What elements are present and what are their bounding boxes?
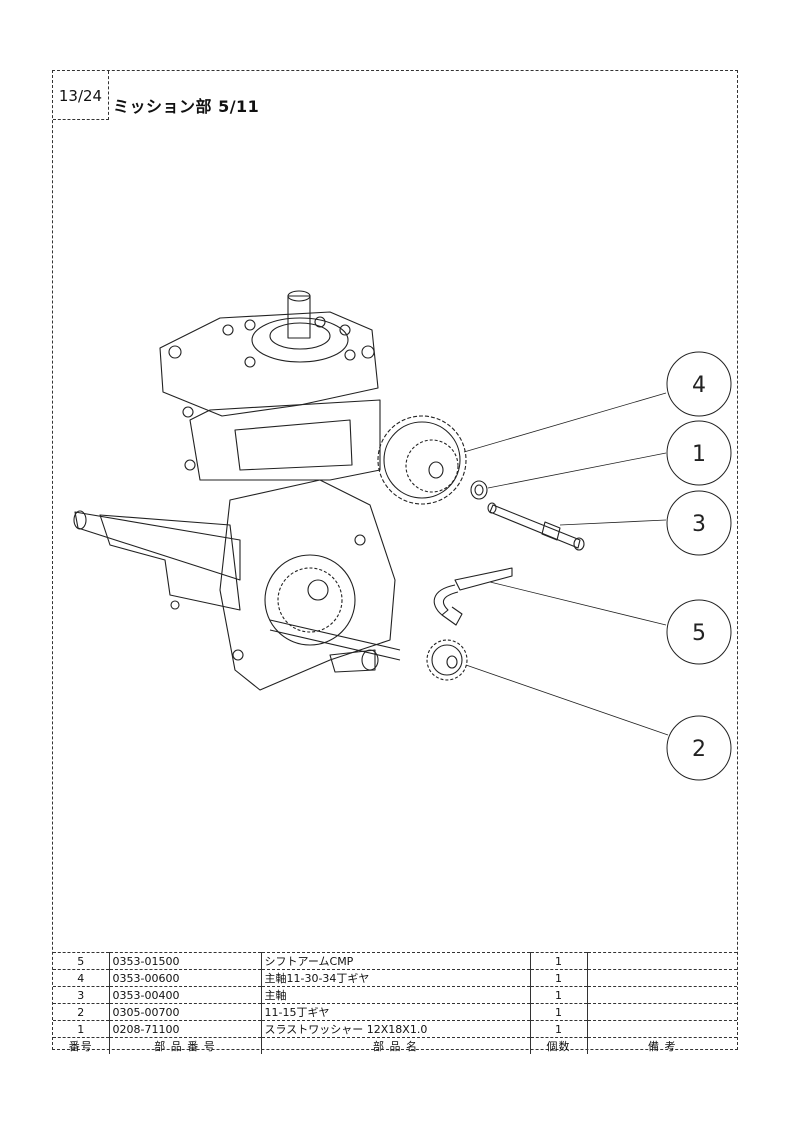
row-quantity: 1	[530, 952, 588, 970]
row-part-number: 0353-00600	[109, 969, 262, 987]
leader-line-2	[465, 664, 669, 736]
header-note: 備 考	[648, 1040, 677, 1053]
header-quantity: 個数	[530, 1037, 588, 1054]
callout-4: 4	[666, 351, 732, 417]
row-part-number: 0353-01500	[109, 952, 262, 970]
row-quantity: 1	[530, 969, 588, 987]
row-note	[587, 952, 737, 970]
table-header-row: 番号 部 品 番 号 部 品 名 個数 備 考	[53, 1037, 737, 1054]
header-number: 番号	[53, 1037, 110, 1054]
shift-arm-cmp	[433, 567, 513, 626]
row-note	[587, 969, 737, 987]
callout-num-2: 2	[692, 737, 706, 762]
leader-line-1	[487, 452, 667, 489]
row-part-number: 0208-71100	[109, 1020, 262, 1038]
row-note	[587, 1003, 737, 1021]
row-number: 3	[53, 986, 110, 1004]
callout-3: 3	[666, 490, 732, 556]
callout-num-4: 4	[692, 373, 706, 398]
page-title: ミッション部 5/11	[113, 97, 260, 116]
gear-11-15t	[426, 639, 468, 681]
row-part-number: 0305-00700	[109, 1003, 262, 1021]
row-part-name: 主軸11-30-34丁ギヤ	[261, 969, 531, 987]
callout-2: 2	[666, 715, 732, 781]
row-note	[587, 1020, 737, 1038]
parts-list-table: 5 0353-01500 シフトアームCMP 1 4 0353-00600 主軸…	[53, 952, 737, 1054]
table-row: 4 0353-00600 主軸11-30-34丁ギヤ 1	[53, 969, 737, 987]
leader-line-4	[463, 392, 667, 453]
page-number: 13/24	[53, 71, 109, 120]
table-row: 3 0353-00400 主軸 1	[53, 986, 737, 1004]
main-shaft	[487, 502, 585, 551]
callout-1: 1	[666, 420, 732, 486]
exploded-parts-diagram: 4 1 3 5 2	[73, 290, 732, 781]
row-part-name: 11-15丁ギヤ	[261, 1003, 531, 1021]
row-number: 4	[53, 969, 110, 987]
transmission-housing-lower	[73, 479, 401, 691]
row-part-name: シフトアームCMP	[261, 952, 531, 970]
row-quantity: 1	[530, 1020, 588, 1038]
thrust-washer	[470, 480, 488, 500]
header-part-name: 部 品 名	[261, 1037, 531, 1054]
row-number: 2	[53, 1003, 110, 1021]
callout-5: 5	[666, 599, 732, 665]
header-part-number: 部 品 番 号	[109, 1037, 262, 1054]
callout-num-1: 1	[692, 442, 706, 467]
table-row: 1 0208-71100 スラストワッシャー 12X18X1.0 1	[53, 1020, 737, 1038]
gear-11-30-34t	[377, 415, 467, 505]
row-number: 5	[53, 952, 110, 970]
row-part-name: 主軸	[261, 986, 531, 1004]
callout-num-3: 3	[692, 512, 706, 537]
transmission-housing-upper	[159, 290, 381, 481]
row-part-name: スラストワッシャー 12X18X1.0	[261, 1020, 531, 1038]
row-note	[587, 986, 737, 1004]
leader-line-5	[489, 581, 667, 626]
row-number: 1	[53, 1020, 110, 1038]
table-row: 5 0353-01500 シフトアームCMP 1	[53, 952, 737, 970]
row-part-number: 0353-00400	[109, 986, 262, 1004]
callout-num-5: 5	[692, 621, 706, 646]
table-row: 2 0305-00700 11-15丁ギヤ 1	[53, 1003, 737, 1021]
row-quantity: 1	[530, 986, 588, 1004]
leader-line-3	[559, 519, 667, 526]
row-quantity: 1	[530, 1003, 588, 1021]
